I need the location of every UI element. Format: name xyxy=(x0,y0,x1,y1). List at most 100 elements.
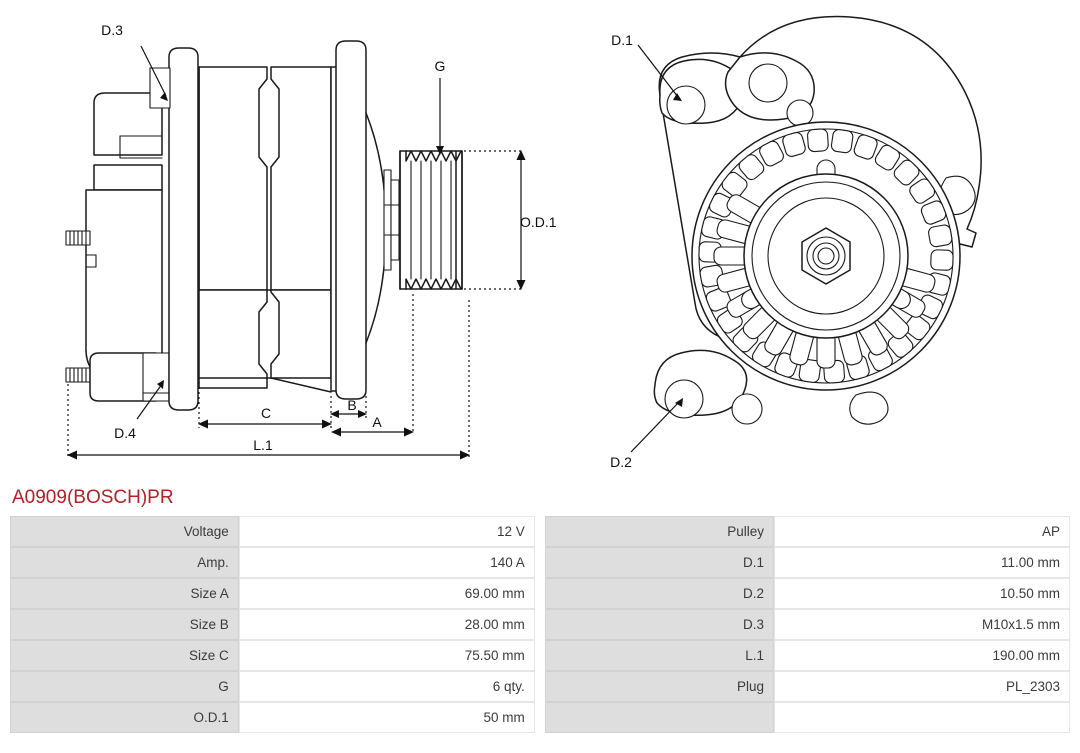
drawing-canvas: G D.3 D.4 O.D.1 xyxy=(65,15,982,470)
label-d3: D.3 xyxy=(101,22,123,38)
housing-lower-taper xyxy=(198,377,332,393)
spec-value: 12 V xyxy=(238,516,535,547)
spec-label: D.2 xyxy=(545,578,774,609)
pulley-rib-lines xyxy=(410,160,452,280)
d1-leader-arrowhead xyxy=(673,93,682,101)
lower-right-lug xyxy=(849,391,889,425)
l1-arrow-right xyxy=(460,450,470,460)
technical-drawing: G D.3 D.4 O.D.1 xyxy=(65,15,982,470)
spec-label: G xyxy=(10,671,239,702)
upper-mount-bore-d1 xyxy=(666,85,706,125)
spec-table: Voltage 12 V Pulley AP Amp. 140 A D.1 11… xyxy=(10,516,1070,733)
g-leader-arrowhead xyxy=(436,146,444,155)
label-a: A xyxy=(372,414,382,430)
table-gap xyxy=(535,702,545,733)
spec-value: 6 qty. xyxy=(238,671,535,702)
spec-label-empty xyxy=(545,702,774,733)
table-row: Voltage 12 V Pulley AP xyxy=(10,516,1070,547)
spec-value: 28.00 mm xyxy=(238,609,535,640)
table-gap xyxy=(535,516,545,547)
rear-housing-body xyxy=(85,189,163,377)
label-od1: O.D.1 xyxy=(520,214,557,230)
shaft-spacer-plate-2 xyxy=(390,179,400,261)
d2-leader-arrowhead xyxy=(675,398,683,407)
spec-label: L.1 xyxy=(545,640,774,671)
table-gap xyxy=(535,609,545,640)
table-gap xyxy=(535,640,545,671)
housing-barrel-upper-left xyxy=(198,66,268,292)
d4-leader-line xyxy=(136,383,163,420)
spec-value: 190.00 mm xyxy=(774,640,1070,671)
spec-label: Size A xyxy=(10,578,239,609)
lower-mount-bore-d2 xyxy=(664,379,704,419)
spec-value: 75.50 mm xyxy=(238,640,535,671)
spec-value: 11.00 mm xyxy=(774,547,1070,578)
upper-right-bore xyxy=(748,63,788,103)
plug-connector-collar xyxy=(142,352,170,402)
shaft-spacer-lines xyxy=(383,204,400,236)
spec-label: Amp. xyxy=(10,547,239,578)
spec-value: 69.00 mm xyxy=(238,578,535,609)
spec-value: PL_2303 xyxy=(774,671,1070,702)
spec-label: Voltage xyxy=(10,516,239,547)
pulley-end-lines xyxy=(399,150,463,290)
c-arrow-right xyxy=(322,419,332,429)
spec-value: 10.50 mm xyxy=(774,578,1070,609)
b-arrow-right xyxy=(358,410,367,418)
l1-arrow-left xyxy=(67,450,77,460)
srend-cap-band xyxy=(93,164,163,191)
alternator-side-view: G D.3 D.4 O.D.1 xyxy=(65,22,557,460)
housing-barrel-upper-right xyxy=(270,66,332,292)
d2-leader-line xyxy=(630,401,680,453)
table-row: O.D.1 50 mm xyxy=(10,702,1070,733)
label-l1: L.1 xyxy=(253,437,273,453)
table-gap xyxy=(535,578,545,609)
rear-flange-plate xyxy=(168,47,199,411)
b-plus-thread-hatch xyxy=(69,230,87,246)
d3-leader-line xyxy=(140,45,167,97)
spec-value: AP xyxy=(774,516,1070,547)
d3-leader-arrowhead xyxy=(160,92,168,101)
label-d1: D.1 xyxy=(611,32,633,48)
spec-table-container: Voltage 12 V Pulley AP Amp. 140 A D.1 11… xyxy=(10,516,1070,733)
spec-label: Pulley xyxy=(545,516,774,547)
a-arrow-right xyxy=(404,427,414,437)
table-row: Size B 28.00 mm D.3 M10x1.5 mm xyxy=(10,609,1070,640)
od1-arrow-bottom xyxy=(516,280,526,290)
label-d4: D.4 xyxy=(114,425,136,441)
d3-mounting-lug xyxy=(149,67,171,109)
table-gap xyxy=(535,547,545,578)
housing-barrel-lower-left xyxy=(198,289,268,389)
lower-small-bore xyxy=(731,393,763,425)
shaft-bore xyxy=(817,247,835,265)
spec-value-empty xyxy=(774,702,1070,733)
od1-arrow-top xyxy=(516,150,526,160)
cooling-slot-ring xyxy=(698,128,954,384)
fan-cone-profile xyxy=(365,112,387,344)
spec-label: O.D.1 xyxy=(10,702,239,733)
lower-terminal-thread-hatch xyxy=(69,367,87,383)
upper-small-bore xyxy=(786,99,814,127)
label-g: G xyxy=(435,58,446,74)
spec-label: D.1 xyxy=(545,547,774,578)
table-row: Size C 75.50 mm L.1 190.00 mm xyxy=(10,640,1070,671)
spec-value: 140 A xyxy=(238,547,535,578)
d4-leader-arrowhead xyxy=(157,380,164,389)
rear-housing-notch xyxy=(85,254,97,268)
pulley-face-ring-1 xyxy=(751,181,901,331)
b-arrow-left xyxy=(330,410,339,418)
alternator-front-view: D.1 D.2 xyxy=(610,15,982,470)
drive-end-flange-plate xyxy=(335,40,367,400)
spec-label: Plug xyxy=(545,671,774,702)
table-row: G 6 qty. Plug PL_2303 xyxy=(10,671,1070,702)
spec-value: 50 mm xyxy=(238,702,535,733)
housing-barrel-lower-right xyxy=(270,289,332,379)
c-arrow-left xyxy=(198,419,208,429)
table-row: Amp. 140 A D.1 11.00 mm xyxy=(10,547,1070,578)
spec-label: D.3 xyxy=(545,609,774,640)
label-c: C xyxy=(261,405,271,421)
spec-label: Size B xyxy=(10,609,239,640)
table-row: Size A 69.00 mm D.2 10.50 mm xyxy=(10,578,1070,609)
spec-label: Size C xyxy=(10,640,239,671)
